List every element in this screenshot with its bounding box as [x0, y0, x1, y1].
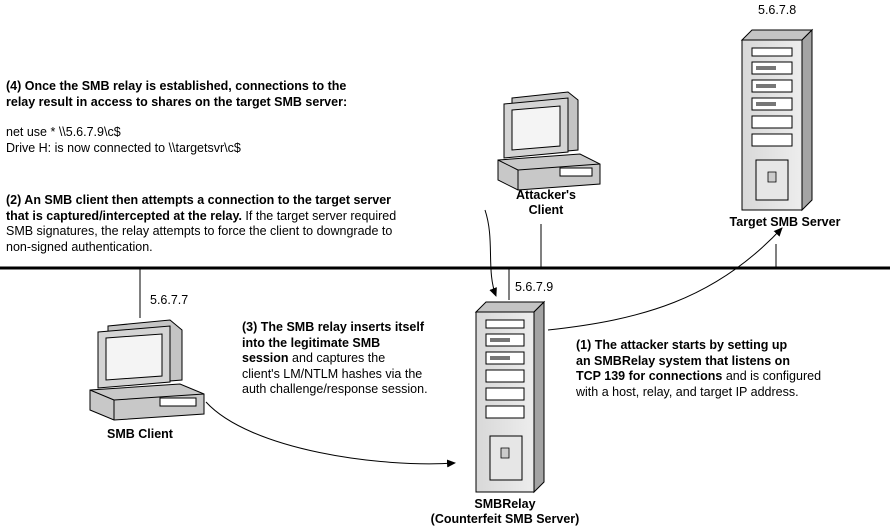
step2-line3: SMB signatures, the relay attempts to fo… — [6, 224, 393, 238]
client-ip-label: 5.6.7.7 — [150, 293, 189, 307]
smbrelay-label: SMBRelay (Counterfeit SMB Server) — [420, 497, 590, 527]
step3-heading-line1: (3) The SMB relay inserts itself — [242, 320, 425, 334]
step1-tail: and is configured — [722, 369, 822, 383]
step3-heading-line3: session — [242, 351, 289, 365]
attacker-label-line2: Client — [528, 203, 564, 217]
step2-heading-line2: that is captured/intercepted at the rela… — [6, 208, 242, 223]
attacker-label-line1: Attacker's — [516, 188, 576, 202]
smbrelay-server-icon — [474, 300, 546, 494]
smb-client-icon — [89, 319, 205, 421]
step4-result: Drive H: is now connected to \\targetsvr… — [6, 140, 241, 155]
step3-line4: client's LM/NTLM hashes via the — [242, 366, 423, 381]
step2-text: (2) An SMB client then attempts a connec… — [6, 193, 396, 255]
relay-ip-label: 5.6.7.9 — [515, 280, 554, 294]
step3-text: (3) The SMB relay inserts itself into th… — [242, 320, 428, 398]
step1-line4: with a host, relay, and target IP addres… — [576, 384, 799, 399]
smbrelay-label-line2: (Counterfeit SMB Server) — [430, 512, 580, 526]
step1-text: (1) The attacker starts by setting up an… — [576, 338, 821, 400]
arrow-intercept-to-relay — [484, 209, 497, 297]
step4-command: net use * \\5.6.7.9\c$ — [6, 125, 121, 139]
step2-heading-line1: (2) An SMB client then attempts a connec… — [6, 193, 392, 207]
step4-heading-line1: (4) Once the SMB relay is established, c… — [6, 79, 347, 93]
arrow-relay-to-target — [547, 227, 783, 331]
target-server-label: Target SMB Server — [729, 215, 841, 229]
step2-tail: If the target server required — [241, 208, 397, 223]
step1-heading-line2: an SMBRelay system that listens on — [576, 353, 790, 368]
step4-heading-line2: relay result in access to shares on the … — [6, 94, 348, 109]
attacker-computer-icon — [497, 91, 601, 191]
target-server-icon — [740, 28, 814, 212]
step4-text: (4) Once the SMB relay is established, c… — [6, 79, 347, 156]
smb-client-label: SMB Client — [107, 427, 173, 441]
step2-line4: non-signed authentication. — [6, 239, 153, 254]
step1-heading-line1: (1) The attacker starts by setting up — [576, 338, 788, 352]
target-ip-label: 5.6.7.8 — [758, 3, 797, 17]
step3-heading-line2: into the legitimate SMB — [242, 335, 381, 350]
step3-line5: auth challenge/response session. — [242, 382, 428, 396]
arrow-client-to-relay — [205, 401, 456, 468]
step3-tail: and captures the — [288, 351, 386, 365]
step1-heading-line3: TCP 139 for connections — [576, 369, 723, 383]
smbrelay-label-line1: SMBRelay — [474, 497, 536, 511]
attacker-client-label: Attacker's Client — [500, 188, 592, 218]
